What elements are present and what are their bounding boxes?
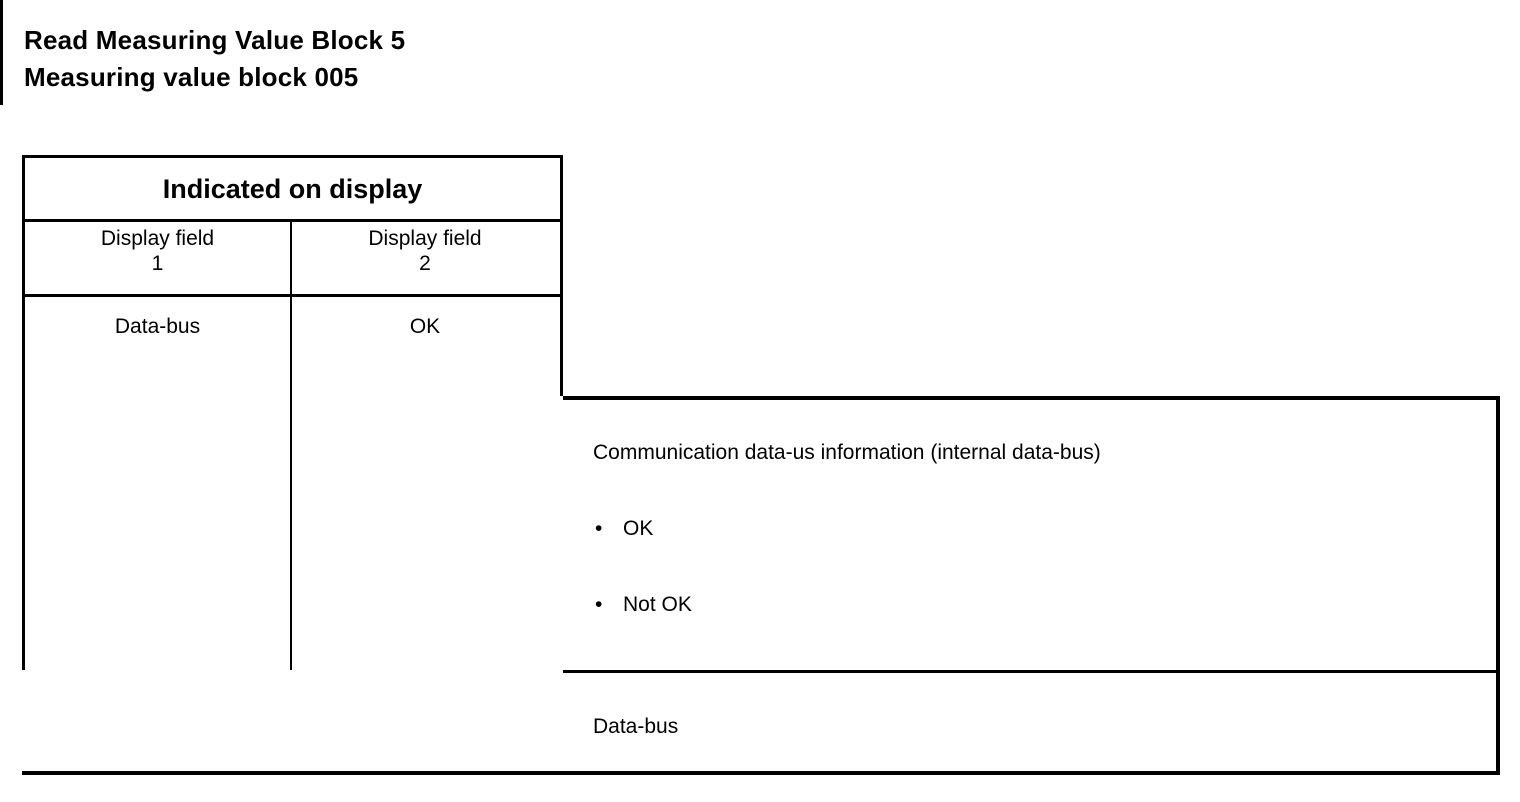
table-cell-display-field-1-value: Data-bus [22,297,292,396]
table-left-outer-wall [0,0,3,105]
description-panel-content: Communication data-us information (inter… [593,440,1473,617]
page-title-line-1: Read Measuring Value Block 5 [24,25,406,55]
description-panel [563,396,1500,673]
table-column-header-label: Display field 2 [368,227,482,275]
bottom-row-panel [22,670,1500,775]
table-column-header-display-field-2: Display field 2 [290,222,563,297]
list-item: • OK [593,516,1473,541]
bottom-row-label: Data-bus [593,715,679,738]
list-item-label: Not OK [623,593,692,616]
list-item-label: OK [623,517,654,540]
table-merged-header-label: Indicated on display [162,173,423,204]
table-cell-label: Data-bus [114,315,201,338]
table-column-header-display-field-1: Display field 1 [22,222,292,297]
table-cell-label: OK [409,315,441,338]
table-cell-display-field-2-value: OK [290,297,563,396]
table-left-column-extension [22,396,292,670]
table-column-header-label: Display field 1 [100,227,215,275]
description-bullet-list: • OK • Not OK [593,516,1473,617]
bullet-icon: • [595,593,603,616]
page-title: Read Measuring Value Block 5 Measuring v… [24,22,924,96]
description-heading: Communication data-us information (inter… [593,441,1101,464]
table-merged-header: Indicated on display [22,155,563,222]
page-title-line-2: Measuring value block 005 [24,62,359,92]
list-item: • Not OK [593,592,1473,617]
bullet-icon: • [595,517,603,540]
